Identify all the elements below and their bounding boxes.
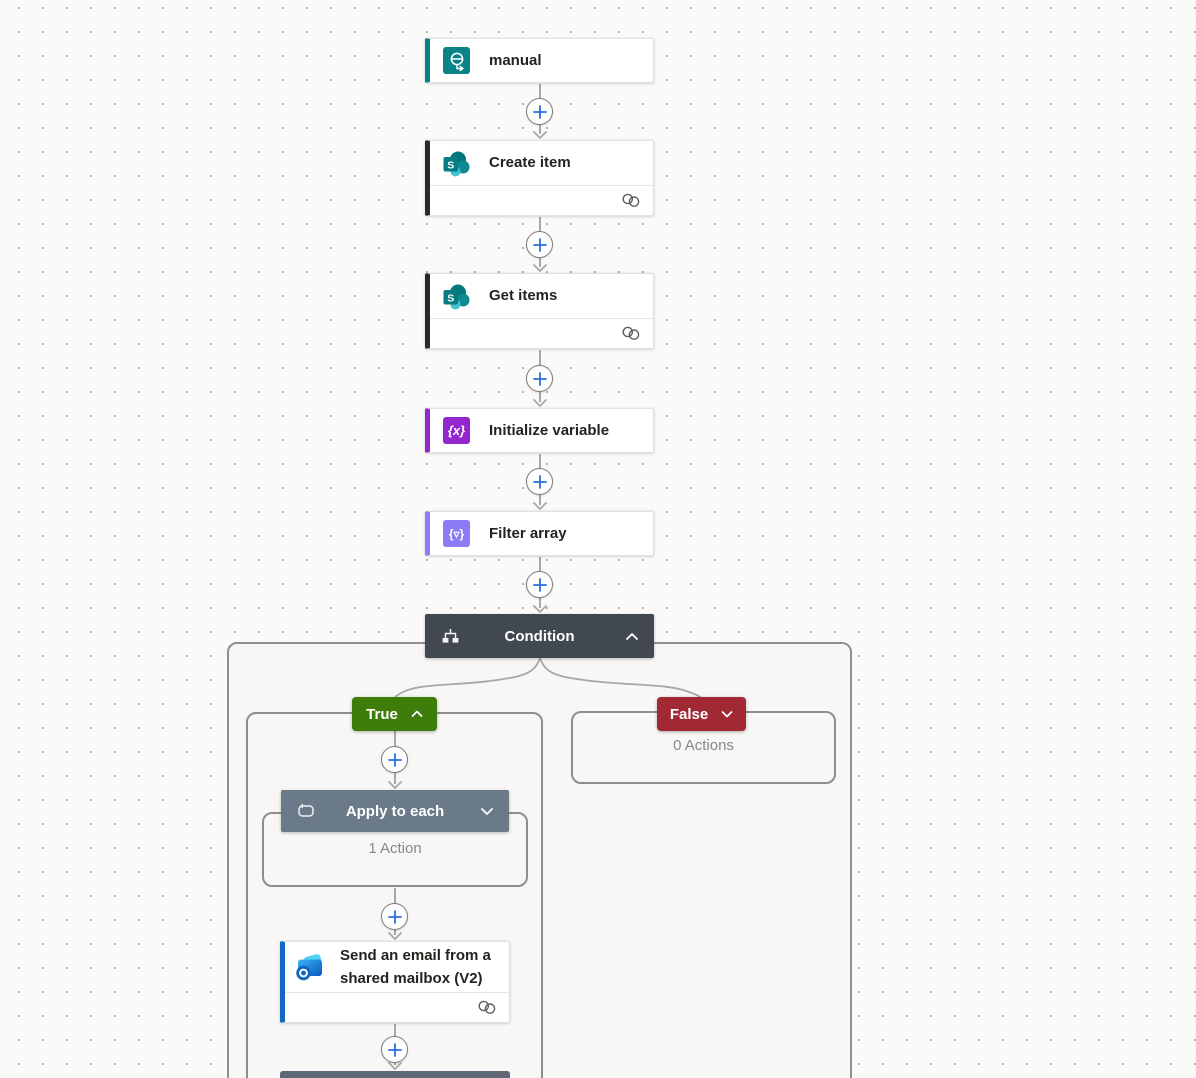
connector: [381, 731, 409, 789]
insert-step-button[interactable]: [526, 231, 553, 258]
connector: [381, 888, 409, 940]
plus-icon: [532, 371, 547, 386]
plus-icon: [387, 909, 402, 924]
chevron-down-icon: [721, 710, 733, 718]
plus-icon: [387, 752, 402, 767]
false-branch-badge[interactable]: False: [657, 697, 746, 731]
manual-trigger-icon: [443, 47, 470, 74]
insert-step-button[interactable]: [526, 365, 553, 392]
insert-step-button[interactable]: [381, 1036, 408, 1063]
node-apply-to-each-header[interactable]: Apply to each: [281, 790, 509, 832]
node-condition-header[interactable]: Condition: [425, 614, 654, 658]
branch-label: True: [366, 705, 398, 723]
sharepoint-letter: S: [447, 292, 454, 304]
filter-icon: {▿}: [443, 520, 470, 547]
chevron-down-icon[interactable]: [480, 807, 494, 816]
arrow-down-icon: [533, 502, 547, 510]
branch-label: False: [669, 705, 709, 723]
node-row: S Get items: [430, 274, 653, 318]
node-title: Initialize variable: [489, 421, 610, 439]
node-footer: [430, 318, 653, 348]
node-title: Filter array: [489, 524, 567, 542]
node-filter-array[interactable]: {▿} Filter array: [425, 511, 654, 556]
plus-icon: [532, 237, 547, 252]
plus-icon: [532, 474, 547, 489]
insert-step-button[interactable]: [381, 746, 408, 773]
insert-step-button[interactable]: [526, 98, 553, 125]
connection-link-icon: [478, 1000, 496, 1014]
apply-to-each-action-count: 1 Action: [368, 840, 422, 857]
insert-step-button[interactable]: [526, 468, 553, 495]
outlook-icon: [294, 952, 324, 982]
sharepoint-letter: S: [447, 159, 454, 171]
loop-icon: [297, 803, 315, 819]
arrow-down-icon: [533, 264, 547, 272]
connector: [526, 557, 554, 613]
arrow-down-icon: [388, 932, 402, 940]
arrow-down-icon: [388, 1062, 402, 1070]
connection-link-icon: [622, 326, 640, 340]
node-title: Condition: [504, 627, 575, 645]
node-title-line1: Send an email from a: [340, 947, 491, 964]
connector: [526, 350, 554, 407]
node-title: Get items: [489, 287, 558, 304]
chevron-up-icon[interactable]: [625, 632, 639, 641]
arrow-down-icon: [533, 605, 547, 613]
node-title: manual: [489, 51, 542, 69]
sharepoint-icon: S: [443, 283, 470, 310]
arrow-down-icon: [533, 131, 547, 139]
sharepoint-icon: S: [443, 150, 470, 177]
connection-link-icon: [622, 193, 640, 207]
true-branch-badge[interactable]: True: [352, 697, 437, 731]
condition-branch-icon: [441, 628, 460, 645]
node-title-line2: shared mailbox (V2): [340, 970, 483, 987]
node-title: Create item: [489, 154, 571, 171]
insert-step-button[interactable]: [526, 571, 553, 598]
arrow-down-icon: [533, 399, 547, 407]
node-footer: [285, 992, 509, 1022]
plus-icon: [532, 577, 547, 592]
plus-icon: [387, 1042, 402, 1057]
plus-icon: [532, 104, 547, 119]
variable-icon: {x}: [443, 417, 470, 444]
node-row: S Create item: [430, 141, 653, 185]
connector: [381, 1024, 409, 1070]
node-initialize-variable[interactable]: {x} Initialize variable: [425, 408, 654, 453]
node-row: {x} Initialize variable: [430, 409, 653, 452]
node-next-step-header-clipped[interactable]: [280, 1071, 510, 1078]
node-footer: [430, 185, 653, 215]
node-row: {▿} Filter array: [430, 512, 653, 555]
node-row: Send an email from a shared mailbox (V2): [285, 942, 509, 992]
node-row: manual: [430, 39, 653, 82]
node-send-email[interactable]: Send an email from a shared mailbox (V2): [280, 941, 510, 1023]
false-branch-action-count: 0 Actions: [673, 737, 734, 754]
chevron-up-icon: [411, 710, 423, 718]
node-create-item[interactable]: S Create item: [425, 140, 654, 216]
node-title: Apply to each: [345, 802, 445, 820]
insert-step-button[interactable]: [381, 903, 408, 930]
arrow-down-icon: [388, 781, 402, 789]
connector: [526, 454, 554, 510]
connector: [526, 217, 554, 272]
connector: [526, 84, 554, 139]
node-get-items[interactable]: S Get items: [425, 273, 654, 349]
node-manual-trigger[interactable]: manual: [425, 38, 654, 83]
